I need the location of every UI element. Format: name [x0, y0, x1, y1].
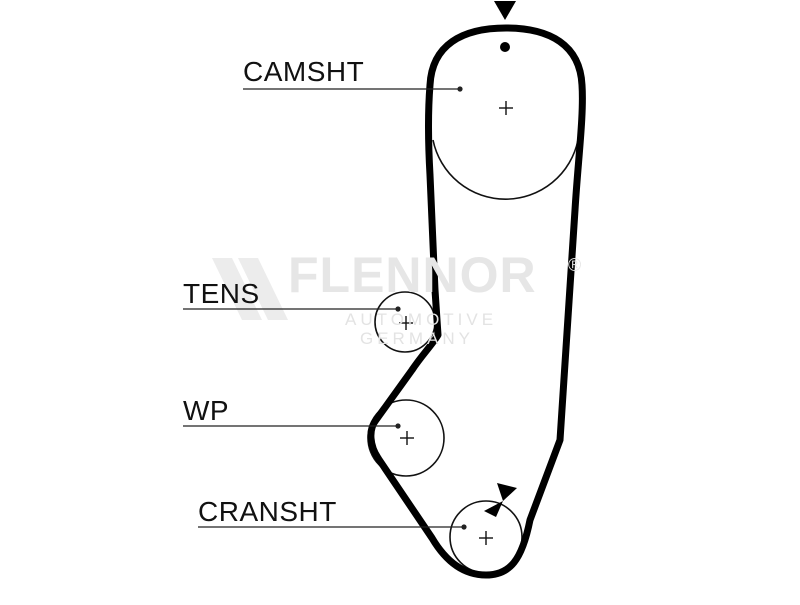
camshaft-pulley [432, 139, 579, 200]
crankshaft-center-mark [479, 531, 493, 545]
water-pump-label: WP [183, 395, 230, 426]
watermark-line-automotive: AUTOMOTIVE [345, 310, 498, 329]
top-timing-mark-icon [494, 1, 516, 20]
centre-marks [399, 101, 513, 545]
timing-belt [367, 24, 586, 579]
camshaft-center-mark [499, 101, 513, 115]
camsht-leader [243, 86, 463, 92]
crank-timing-mark-lower-icon [484, 501, 503, 517]
tensioner-label: TENS [183, 278, 260, 309]
camshaft-label: CAMSHT [243, 56, 365, 87]
watermark-logo-icon [212, 258, 288, 320]
crankshaft-label: CRANSHT [198, 496, 337, 527]
wp-leader [183, 423, 401, 429]
tensioner-center-mark [399, 316, 413, 330]
watermark-brand: FLENNOR [288, 247, 537, 303]
crank-timing-mark-icon [497, 483, 517, 501]
camshaft-timing-dot [500, 42, 510, 52]
watermark-line-germany: GERMANY [360, 329, 474, 348]
tens-leader [183, 306, 401, 312]
cransht-leader [198, 524, 467, 530]
water-pump-center-mark [400, 431, 414, 445]
watermark-registered-mark: ® [568, 255, 582, 275]
